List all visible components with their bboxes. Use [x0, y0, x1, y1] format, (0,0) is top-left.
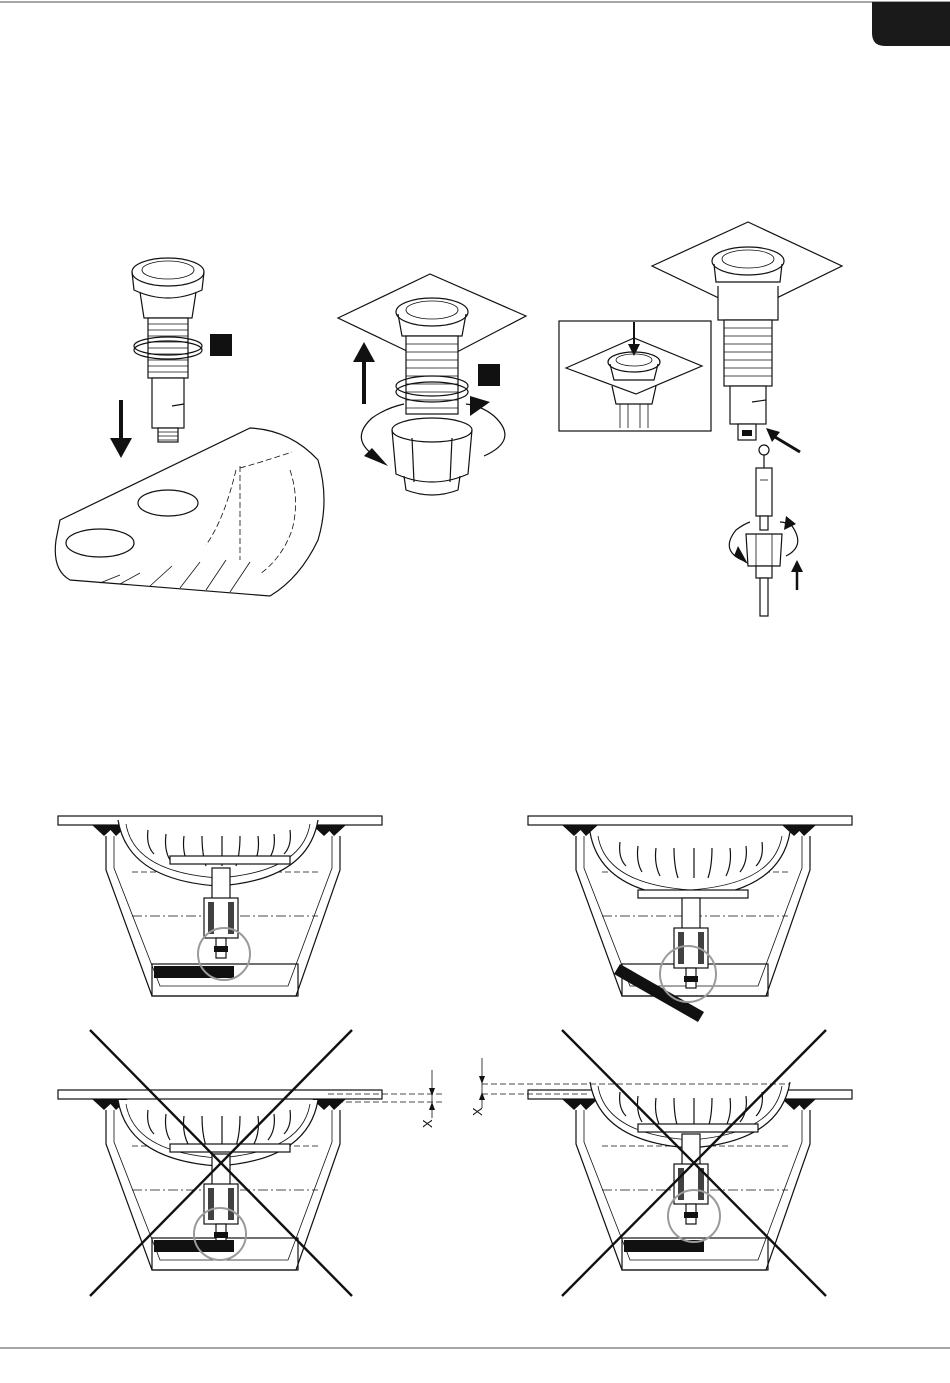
tap-hole-icon	[138, 490, 198, 516]
cable-sheath-icon	[760, 578, 768, 616]
cable-end-icon	[756, 468, 772, 516]
page-tab	[872, 2, 950, 46]
step3-connect-cable	[559, 222, 842, 616]
waste-hole-icon	[66, 529, 134, 557]
cable-ball-icon	[759, 445, 769, 455]
incorrect-plug-too-low-section	[58, 1090, 442, 1270]
incorrect-plug-too-low-dimension: X	[420, 1070, 435, 1128]
step1-marker-square	[210, 334, 232, 356]
step2-marker-square	[478, 364, 500, 386]
dimension-label-x-2: X	[470, 1107, 485, 1116]
dimension-label-x-1: X	[420, 1119, 435, 1128]
nut-icon	[392, 418, 472, 442]
incorrect-cross-2	[562, 1030, 826, 1296]
nut-icon-3	[718, 286, 778, 320]
incorrect-plug-too-high-dimension: X	[470, 1058, 485, 1116]
correct-plug-open-section	[58, 816, 382, 996]
cable-nut-icon	[746, 534, 782, 566]
step1-plug-into-sink	[55, 258, 324, 596]
step2-tighten-nut	[338, 274, 526, 495]
cable-icon	[154, 966, 234, 978]
incorrect-plug-too-high-section	[482, 1082, 852, 1270]
incorrect-cross-1	[90, 1030, 352, 1296]
correct-plug-closed-section	[528, 816, 852, 1022]
